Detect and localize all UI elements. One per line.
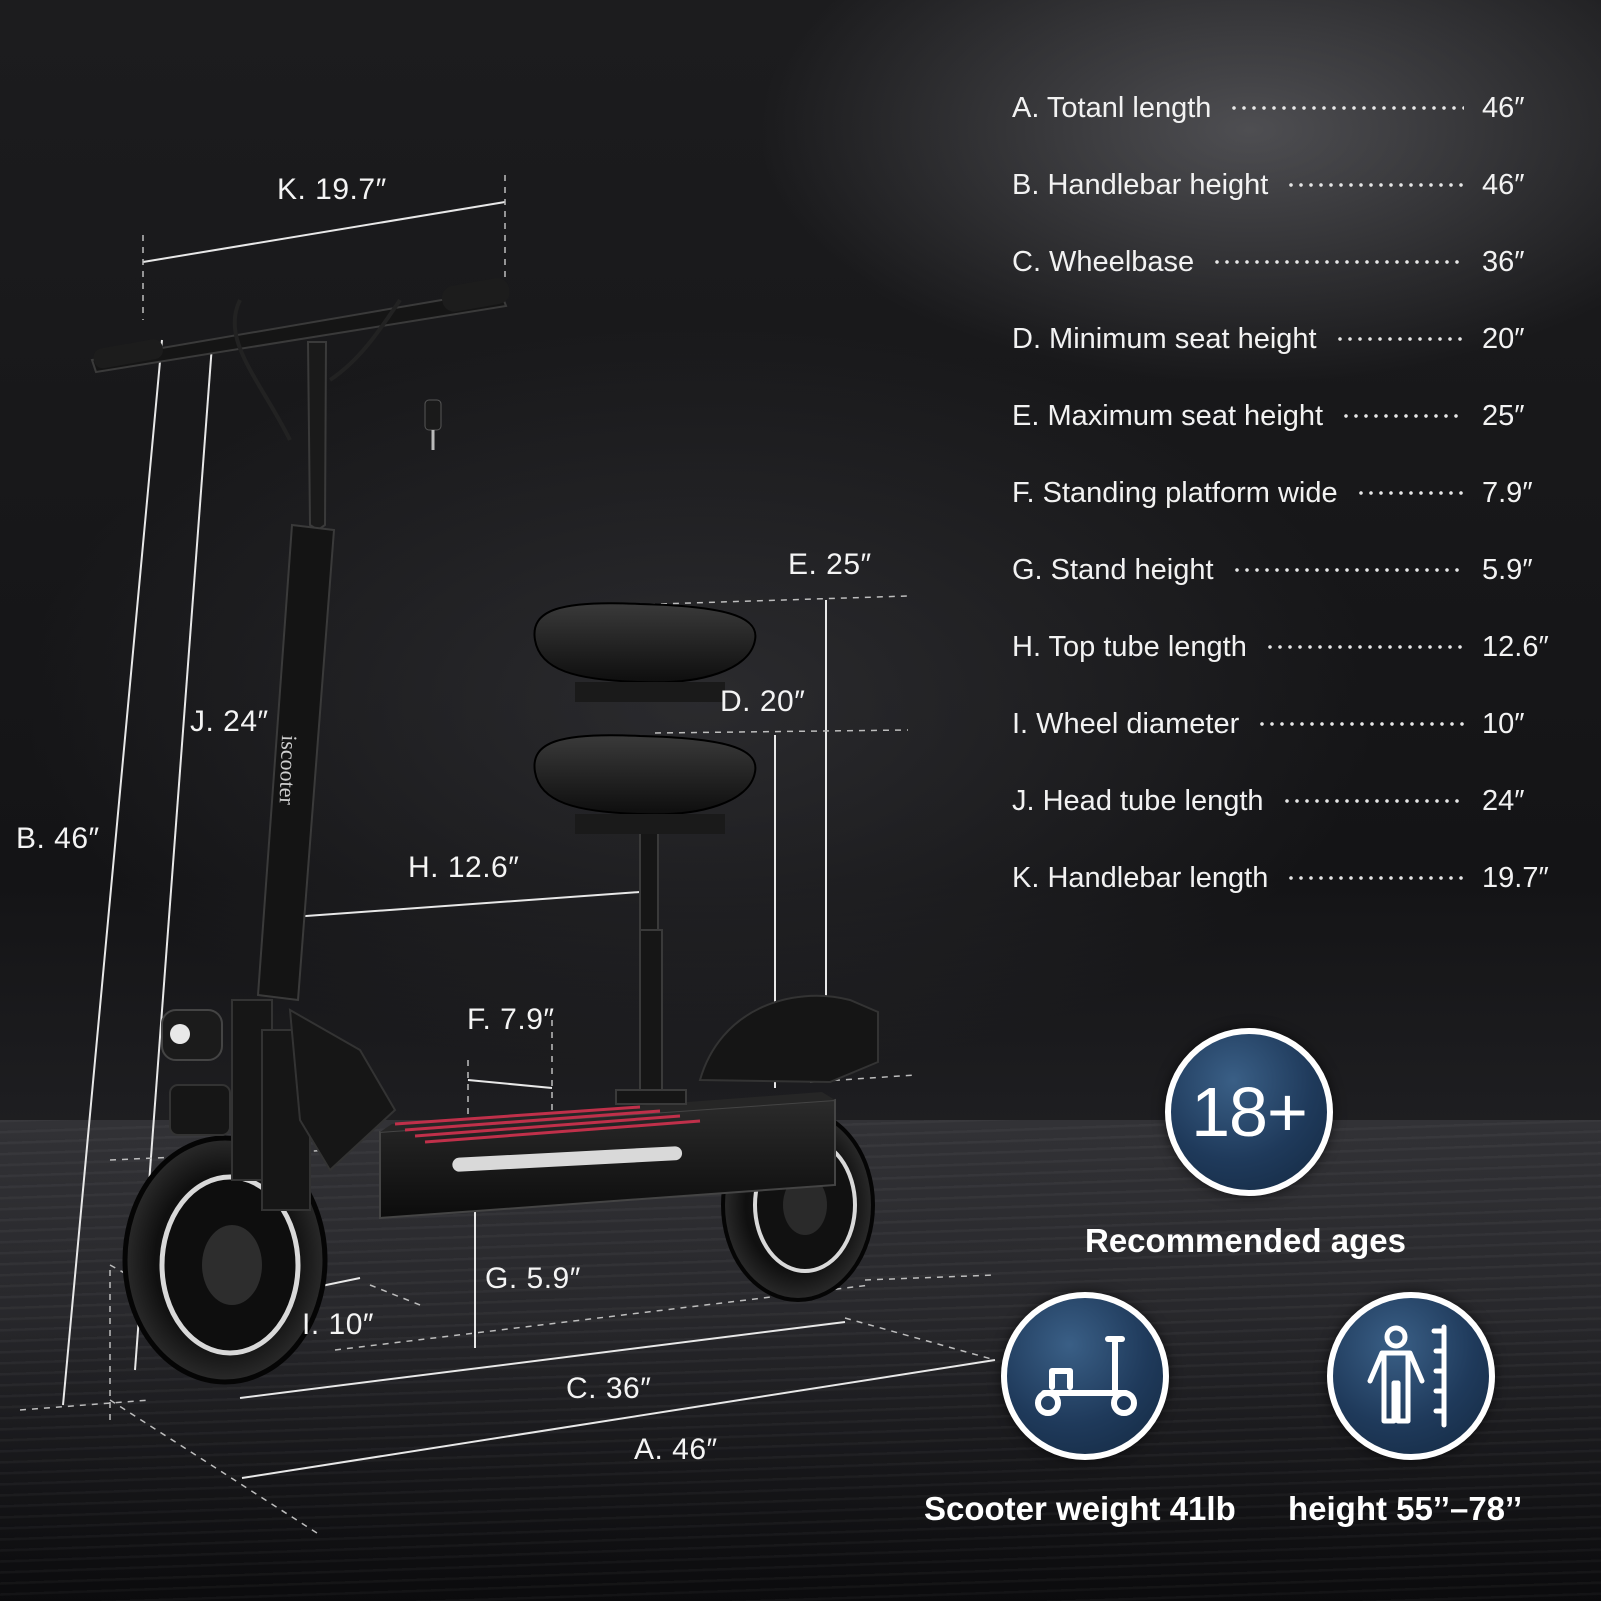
scooter-icon [1035,1336,1137,1416]
spec-value: 19.7″ [1482,861,1549,894]
spec-name: J. Head tube length [1012,784,1264,817]
spec-value: 10″ [1482,707,1525,740]
spec-name: G. Stand height [1012,553,1214,586]
spec-name: K. Handlebar length [1012,861,1269,894]
spec-row: H. Top tube length 12.6″ [1012,627,1552,667]
spec-row: E. Maximum seat height 25″ [1012,396,1552,436]
person-height-icon [1367,1324,1447,1428]
spec-value: 36″ [1482,245,1525,278]
dim-label-i: I. 10″ [302,1308,374,1341]
front-wheel [122,1135,328,1385]
spec-row: D. Minimum seat height 20″ [1012,319,1552,359]
spec-value: 7.9″ [1482,476,1533,509]
weight-caption: Scooter weight 41lb [924,1490,1236,1527]
spec-row: B. Handlebar height 46″ [1012,165,1552,205]
dim-label-a: A. 46″ [634,1433,718,1466]
seat-post [615,819,687,1105]
spec-leader-dots [1229,106,1464,110]
spec-row: I. Wheel diameter 10″ [1012,704,1552,744]
spec-value: 46″ [1482,91,1525,124]
dim-label-g: G. 5.9″ [485,1262,581,1295]
spec-leader-dots [1264,645,1464,649]
handlebar [90,278,510,450]
spec-value: 25″ [1482,399,1525,432]
height-badge [1327,1292,1495,1460]
spec-leader-dots [1231,568,1464,572]
spec-name: E. Maximum seat height [1012,399,1324,432]
dim-label-e: E. 25″ [788,548,872,581]
spec-row: C. Wheelbase 36″ [1012,242,1552,282]
spec-value: 12.6″ [1482,630,1549,663]
spec-row: F. Standing platform wide 7.9″ [1012,473,1552,513]
spec-row: A. Totanl length 46″ [1012,88,1552,128]
dim-label-b: B. 46″ [16,822,100,855]
spec-leader-dots [1334,337,1464,341]
age-badge-text: 18+ [1191,1073,1308,1151]
spec-leader-dots [1281,799,1464,803]
dim-label-c: C. 36″ [566,1372,652,1405]
spec-leader-dots [1286,183,1464,187]
spec-name: C. Wheelbase [1012,245,1195,278]
spec-leader-dots [1355,491,1464,495]
spec-value: 46″ [1482,168,1525,201]
rear-fender [698,994,879,1084]
spec-name: A. Totanl length [1012,91,1212,124]
spec-row: J. Head tube length 24″ [1012,781,1552,821]
age-badge: 18+ [1165,1028,1333,1196]
dim-label-j: J. 24″ [190,705,269,738]
spec-leader-dots [1257,722,1464,726]
spec-leader-dots [1341,414,1464,418]
front-light [161,1009,223,1061]
dim-label-f: F. 7.9″ [467,1003,555,1036]
spec-row: K. Handlebar length 19.7″ [1012,858,1552,898]
stem: iscooter [256,341,336,1002]
spec-name: I. Wheel diameter [1012,707,1240,740]
deck [379,1092,836,1220]
spec-row: G. Stand height 5.9″ [1012,550,1552,590]
spec-name: B. Handlebar height [1012,168,1269,201]
weight-badge [1001,1292,1169,1460]
spec-value: 5.9″ [1482,553,1533,586]
spec-value: 24″ [1482,784,1525,817]
height-caption: height 55’’–78’’ [1288,1490,1523,1527]
dim-label-k: K. 19.7″ [277,173,387,206]
seat-min [533,734,757,834]
spec-leader-dots [1212,260,1464,264]
spec-name: F. Standing platform wide [1012,476,1338,509]
spec-name: D. Minimum seat height [1012,322,1317,355]
age-caption: Recommended ages [1085,1222,1406,1259]
spec-leader-dots [1286,876,1464,880]
stem-brand: iscooter [275,735,302,806]
spec-value: 20″ [1482,322,1525,355]
dim-label-h: H. 12.6″ [408,851,520,884]
dim-label-d: D. 20″ [720,685,806,718]
seat-max [533,602,757,702]
spec-name: H. Top tube length [1012,630,1247,663]
front-fork [169,999,397,1211]
